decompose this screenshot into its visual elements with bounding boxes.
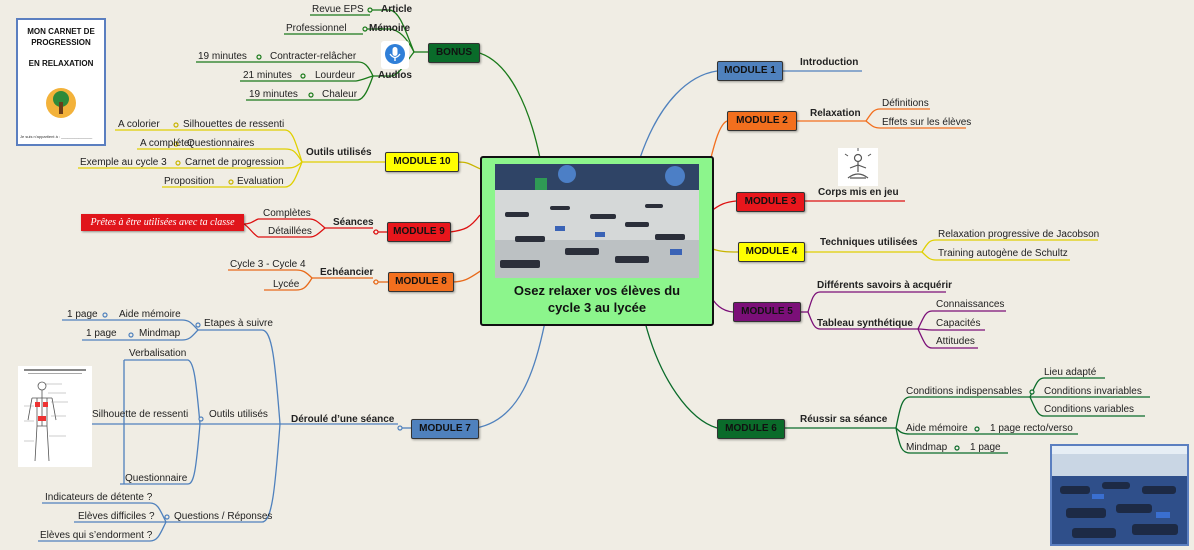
module-10-note: A colorier xyxy=(118,119,160,130)
module-7-etapes-note: 1 page xyxy=(67,309,98,320)
gym-photo-scene-icon xyxy=(1052,446,1187,544)
module-7-question-item[interactable]: Indicateurs de détente ? xyxy=(45,492,153,503)
module-6-branch[interactable]: Réussir sa séance xyxy=(800,414,888,425)
tree-logo-icon xyxy=(46,88,76,118)
bonus-article[interactable]: Article xyxy=(381,4,413,15)
module-7-etapes-note: 1 page xyxy=(86,328,117,339)
module-7-etapes-item[interactable]: Mindmap xyxy=(139,328,181,339)
gym-relaxation-photo[interactable] xyxy=(1050,444,1189,546)
bonus-memoire-item[interactable]: Professionnel xyxy=(286,23,347,34)
module-7-outils-item[interactable]: Verbalisation xyxy=(129,348,187,359)
booklet-footer: Je suis n’appartient à : ______________ xyxy=(20,134,93,139)
module-2-branch[interactable]: Relaxation xyxy=(810,108,861,119)
module-7-branch[interactable]: Déroulé d’une séance xyxy=(291,414,395,425)
module-1-branch[interactable]: Introduction xyxy=(800,57,859,68)
module-9-node[interactable]: MODULE 9 xyxy=(387,222,451,242)
module-4-node[interactable]: MODULE 4 xyxy=(738,242,805,262)
progress-booklet-thumbnail[interactable]: MON CARNET DE PROGRESSION EN RELAXATION … xyxy=(16,18,106,146)
body-silhouette-icon xyxy=(24,369,86,462)
module-5-branch-tableau[interactable]: Tableau synthétique xyxy=(817,318,913,329)
module-8-item[interactable]: Cycle 3 - Cycle 4 xyxy=(230,259,306,270)
audio-item-name[interactable]: Contracter-relâcher xyxy=(270,51,357,62)
bonus-audios[interactable]: Audios xyxy=(378,70,412,81)
module-7-etapes[interactable]: Etapes à suivre xyxy=(204,318,273,329)
module-5-item[interactable]: Attitudes xyxy=(936,336,975,347)
module-6-condition-item[interactable]: Conditions invariables xyxy=(1044,386,1142,397)
module-7-outils-item[interactable]: Silhouette de ressenti xyxy=(92,409,189,420)
module-5-item[interactable]: Capacités xyxy=(936,318,981,329)
module-10-item[interactable]: Questionnaires xyxy=(187,138,255,149)
audio-item-duration: 19 minutes xyxy=(249,89,298,100)
bonus-node[interactable]: BONUS xyxy=(428,43,480,63)
module-8-node[interactable]: MODULE 8 xyxy=(388,272,454,292)
module-10-note: Proposition xyxy=(164,176,215,187)
meditation-icon xyxy=(838,148,878,186)
central-topic-title: Osez relaxer vos élèves du cycle 3 au ly… xyxy=(513,283,681,315)
module-10-node[interactable]: MODULE 10 xyxy=(385,152,459,172)
module-7-question-item[interactable]: Elèves difficiles ? xyxy=(78,511,155,522)
module-4-branch[interactable]: Techniques utilisées xyxy=(820,237,918,248)
central-topic-node[interactable]: Osez relaxer vos élèves du cycle 3 au ly… xyxy=(480,156,714,326)
module-6-mindmap-item[interactable]: 1 page xyxy=(970,442,1001,453)
module-9-branch[interactable]: Séances xyxy=(333,217,374,228)
module-6-condition-item[interactable]: Lieu adapté xyxy=(1044,367,1097,378)
module-4-item[interactable]: Training autogène de Schultz xyxy=(938,248,1068,259)
module-5-node[interactable]: MODULE 5 xyxy=(733,302,801,322)
module-10-note: A compléter xyxy=(140,138,193,149)
module-3-node[interactable]: MODULE 3 xyxy=(736,192,805,212)
ready-to-use-banner: Prêtes à être utilisées avec ta classe xyxy=(81,214,244,231)
module-7-etapes-item[interactable]: Aide mémoire xyxy=(119,309,181,320)
module-4-item[interactable]: Relaxation progressive de Jacobson xyxy=(938,229,1100,240)
module-7-questions[interactable]: Questions / Réponses xyxy=(174,511,273,522)
module-10-item[interactable]: Silhouettes de ressenti xyxy=(183,119,285,130)
module-7-question-item[interactable]: Elèves qui s’endorment ? xyxy=(40,530,153,541)
module-7-outils-item[interactable]: Questionnaire xyxy=(125,473,188,484)
bonus-article-item[interactable]: Revue EPS xyxy=(312,4,364,15)
module-9-item[interactable]: Complètes xyxy=(263,208,311,219)
audio-item-duration: 21 minutes xyxy=(243,70,292,81)
module-2-item[interactable]: Définitions xyxy=(882,98,929,109)
module-6-mindmap[interactable]: Mindmap xyxy=(906,442,948,453)
bonus-memoire[interactable]: Mémoire xyxy=(369,23,411,34)
module-7-outils[interactable]: Outils utilisés xyxy=(209,409,268,420)
module-10-item[interactable]: Evaluation xyxy=(237,176,284,187)
module-10-branch[interactable]: Outils utilisés xyxy=(306,147,372,158)
audio-item-name[interactable]: Chaleur xyxy=(322,89,358,100)
module-5-item[interactable]: Connaissances xyxy=(936,299,1005,310)
module-6-condition-item[interactable]: Conditions variables xyxy=(1044,404,1135,415)
audio-item-duration: 19 minutes xyxy=(198,51,247,62)
module-6-aide-item[interactable]: 1 page recto/verso xyxy=(990,423,1073,434)
module-1-node[interactable]: MODULE 1 xyxy=(717,61,783,81)
module-8-item[interactable]: Lycée xyxy=(273,279,300,290)
audio-item-name[interactable]: Lourdeur xyxy=(315,70,356,81)
module-6-aide[interactable]: Aide mémoire xyxy=(906,423,968,434)
module-2-item[interactable]: Effets sur les élèves xyxy=(882,117,972,128)
body-silhouette-thumbnail[interactable] xyxy=(18,366,92,467)
booklet-title: MON CARNET DE PROGRESSION EN RELAXATION xyxy=(27,27,95,68)
module-8-branch[interactable]: Echéancier xyxy=(320,267,374,278)
classroom-relaxation-photo xyxy=(495,164,699,278)
microphone-icon xyxy=(381,41,409,69)
module-10-note: Exemple au cycle 3 xyxy=(80,157,167,168)
module-6-conditions[interactable]: Conditions indispensables xyxy=(906,386,1023,397)
module-6-node[interactable]: MODULE 6 xyxy=(717,419,785,439)
module-9-item[interactable]: Détaillées xyxy=(268,226,312,237)
module-10-item[interactable]: Carnet de progression xyxy=(185,157,284,168)
module-5-branch-savoirs[interactable]: Différents savoirs à acquérir xyxy=(817,280,953,291)
module-2-node[interactable]: MODULE 2 xyxy=(727,111,797,131)
relaxation-photo-scene-icon xyxy=(495,164,699,278)
module-3-branch[interactable]: Corps mis en jeu xyxy=(818,187,899,198)
module-7-node[interactable]: MODULE 7 xyxy=(411,419,479,439)
